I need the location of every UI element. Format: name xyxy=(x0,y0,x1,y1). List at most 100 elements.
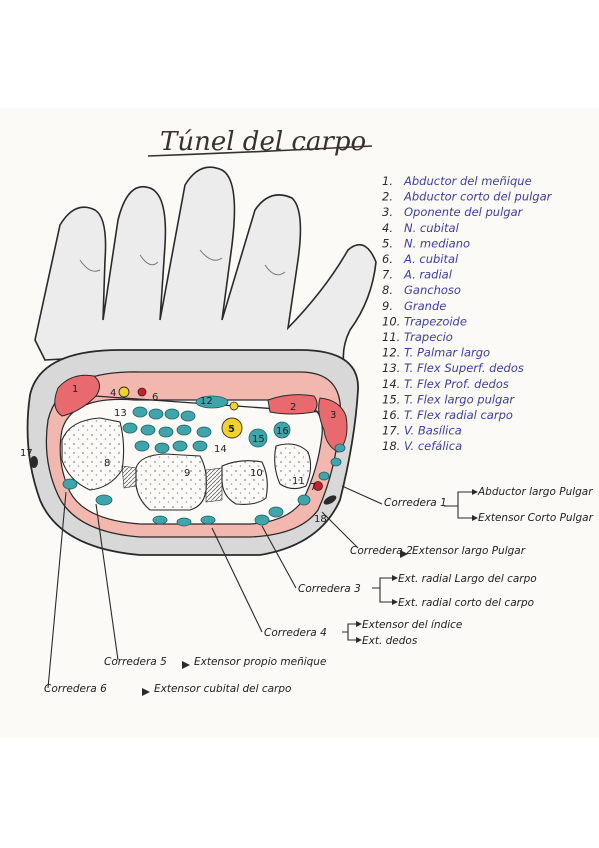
legend-number: 1. xyxy=(382,174,393,188)
legend-item: Grande xyxy=(404,299,446,313)
legend-item: Abductor corto del pulgar xyxy=(403,190,553,204)
structure-numbers: 1 2 3 4 5 6 7 8 9 10 11 12 13 14 15 16 1… xyxy=(20,384,336,525)
svg-text:Extensor cubital del carpo: Extensor cubital del carpo xyxy=(154,683,291,695)
legend-number: 9. xyxy=(382,299,393,313)
legend-number: 14. xyxy=(382,377,400,391)
svg-text:5: 5 xyxy=(228,424,235,435)
capitate-bone xyxy=(135,453,207,511)
svg-text:Extensor Corto Pulgar: Extensor Corto Pulgar xyxy=(478,512,594,524)
legend-item: A. radial xyxy=(403,268,453,282)
legend-number: 13. xyxy=(382,361,400,375)
legend-item: A. cubital xyxy=(403,252,459,266)
svg-text:17: 17 xyxy=(20,448,33,459)
legend-number: 18. xyxy=(382,439,400,453)
legend-item: Ganchoso xyxy=(404,283,461,297)
legend-item: V. cefálica xyxy=(404,439,462,453)
arrow-icons xyxy=(142,489,478,696)
svg-text:18: 18 xyxy=(314,514,327,525)
trapezium-bone xyxy=(274,443,312,490)
svg-text:4: 4 xyxy=(110,388,116,399)
legend-number: 11. xyxy=(382,330,400,344)
legend-item: T. Flex radial carpo xyxy=(404,408,513,422)
legend-number: 5. xyxy=(382,236,393,250)
svg-text:13: 13 xyxy=(114,408,127,419)
palmaris-longus-tendon xyxy=(195,395,229,409)
svg-text:Extensor propio meñique: Extensor propio meñique xyxy=(194,656,326,668)
svg-text:Corredera 1: Corredera 1 xyxy=(384,497,447,509)
flexor-carpi-radialis-tendon xyxy=(273,421,291,439)
svg-text:Abductor largo Pulgar: Abductor largo Pulgar xyxy=(477,486,593,498)
svg-text:Ext. radial Largo del carpo: Ext. radial Largo del carpo xyxy=(398,573,537,585)
svg-text:Corredera 2: Corredera 2 xyxy=(350,545,413,557)
median-nerve xyxy=(221,417,243,439)
svg-text:15: 15 xyxy=(252,434,265,445)
page-title: Túnel del carpo xyxy=(160,127,366,157)
legend-number: 16. xyxy=(382,408,400,422)
corredera-2: Corredera 2 Extensor largo Pulgar xyxy=(350,545,526,557)
radial-artery xyxy=(313,481,323,491)
legend-number: 4. xyxy=(382,221,393,235)
corredera-4: Corredera 4 Extensor del índice Ext. ded… xyxy=(264,619,462,647)
legend-number: 12. xyxy=(382,346,400,360)
flexor-pollicis-longus-tendon xyxy=(248,428,268,448)
ulnar-artery xyxy=(137,387,147,397)
legend: 1. Abductor del meñique 2. Abductor corto d… xyxy=(382,174,553,453)
svg-text:12: 12 xyxy=(200,396,213,407)
legend-item: Trapezoide xyxy=(404,314,467,328)
extensor-tendons xyxy=(62,443,346,527)
cephalic-vein xyxy=(323,495,337,505)
corredera-5: Corredera 5 Extensor propio meñique xyxy=(104,656,326,668)
corredera-1: Corredera 1 Abductor largo Pulgar Extens… xyxy=(384,486,594,524)
legend-item: T. Flex largo pulgar xyxy=(404,392,515,406)
corredera-3: Corredera 3 Ext. radial Largo del carpo … xyxy=(298,573,537,609)
legend-item: Oponente del pulgar xyxy=(404,205,524,219)
legend-number: 15. xyxy=(382,392,400,406)
legend-number: 2. xyxy=(382,190,393,204)
svg-text:Corredera 5: Corredera 5 xyxy=(104,656,167,668)
legend-item: V. Basílica xyxy=(404,424,462,438)
legend-item: Trapecio xyxy=(404,330,453,344)
svg-text:16: 16 xyxy=(276,426,289,437)
legend-number: 3. xyxy=(382,205,393,219)
svg-text:Ext. dedos: Ext. dedos xyxy=(362,635,418,647)
abductor-digiti-minimi-muscle xyxy=(54,374,100,417)
svg-text:1: 1 xyxy=(72,384,78,395)
legend-number: 7. xyxy=(382,268,393,282)
legend-item: N. mediano xyxy=(404,236,470,250)
svg-text:14: 14 xyxy=(214,444,227,455)
legend-item: T. Flex Prof. dedos xyxy=(404,377,509,391)
abductor-pollicis-brevis-muscle xyxy=(267,394,318,415)
legend-number: 6. xyxy=(382,252,393,266)
legend-number: 8. xyxy=(382,283,393,297)
svg-text:Corredera 3: Corredera 3 xyxy=(298,583,361,595)
svg-text:8: 8 xyxy=(104,458,110,469)
annotation-lines xyxy=(47,485,472,689)
legend-item: N. cubital xyxy=(404,221,460,235)
legend-item: T. Palmar largo xyxy=(404,346,490,360)
svg-text:2: 2 xyxy=(290,402,296,413)
svg-text:Corredera 4: Corredera 4 xyxy=(264,627,327,639)
flexor-tendons xyxy=(122,406,212,454)
title-underline xyxy=(147,145,373,157)
svg-text:3: 3 xyxy=(330,410,336,421)
legend-item: T. Flex Superf. dedos xyxy=(404,361,524,375)
hand-outline xyxy=(34,166,377,373)
corredera-6: Corredera 6 Extensor cubital del carpo xyxy=(44,683,291,695)
svg-text:10: 10 xyxy=(250,468,263,479)
legend-number: 17. xyxy=(382,424,400,438)
svg-text:Ext. radial corto del carpo: Ext. radial corto del carpo xyxy=(398,597,534,609)
svg-text:6: 6 xyxy=(152,392,158,403)
legend-number: 10. xyxy=(382,314,400,328)
trapezoid-bone xyxy=(221,460,268,505)
legend-item: Abductor del meñique xyxy=(403,174,532,188)
svg-text:Corredera 6: Corredera 6 xyxy=(44,683,107,695)
svg-text:7: 7 xyxy=(310,482,316,493)
ulnar-nerve xyxy=(118,386,130,398)
basilic-vein xyxy=(30,456,38,468)
svg-text:Extensor largo Pulgar: Extensor largo Pulgar xyxy=(412,545,526,557)
svg-text:11: 11 xyxy=(292,476,305,487)
svg-text:Extensor del índice: Extensor del índice xyxy=(362,619,462,631)
svg-text:9: 9 xyxy=(184,468,190,479)
nerve-small xyxy=(229,401,239,411)
